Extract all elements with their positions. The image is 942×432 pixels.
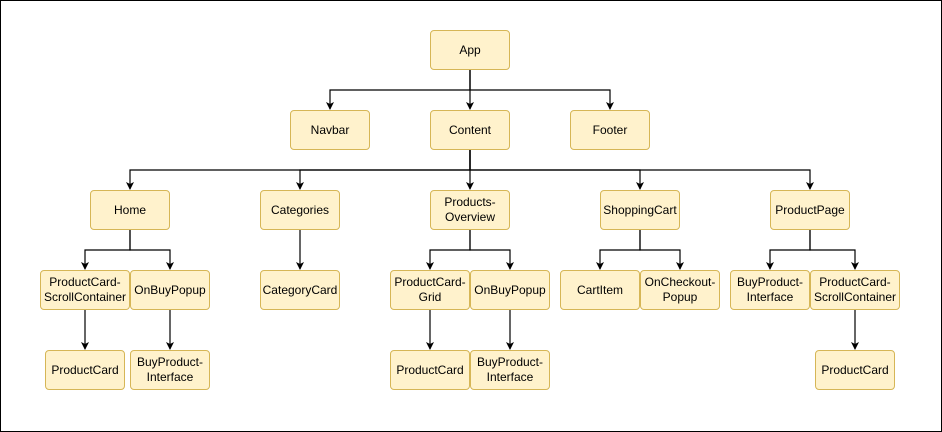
node-shoppingcart[interactable]: ShoppingCart	[600, 190, 680, 230]
node-home-productcard[interactable]: ProductCard	[45, 350, 125, 390]
node-productpage-buyproduct-interface[interactable]: BuyProduct- Interface	[730, 270, 810, 310]
node-productpage-productcard[interactable]: ProductCard	[815, 350, 895, 390]
edge-content-to-categories	[296, 150, 471, 190]
edge-content-to-productpage	[469, 150, 814, 190]
node-home-onbuypopup[interactable]: OnBuyPopup	[130, 270, 210, 310]
node-products-overview[interactable]: Products- Overview	[430, 190, 510, 230]
node-home[interactable]: Home	[90, 190, 170, 230]
node-overview-onbuypopup[interactable]: OnBuyPopup	[470, 270, 550, 310]
edge-shoppingcart-to-oncheckout-popup	[639, 230, 684, 270]
node-navbar[interactable]: Navbar	[290, 110, 370, 150]
node-app[interactable]: App	[430, 30, 510, 70]
node-content[interactable]: Content	[430, 110, 510, 150]
node-overview-buyproduct-interface[interactable]: BuyProduct- Interface	[470, 350, 550, 390]
node-grid-productcard[interactable]: ProductCard	[390, 350, 470, 390]
node-productcard-grid[interactable]: ProductCard- Grid	[390, 270, 470, 310]
node-home-productcard-scrollcontainer[interactable]: ProductCard- ScrollContainer	[40, 270, 130, 310]
edge-app-to-navbar	[326, 70, 471, 110]
edge-home-to-home-onbuypopup	[129, 230, 174, 270]
node-productpage[interactable]: ProductPage	[770, 190, 850, 230]
node-categorycard[interactable]: CategoryCard	[260, 270, 340, 310]
node-productpage-productcard-scrollcontainer[interactable]: ProductCard- ScrollContainer	[810, 270, 900, 310]
edge-shoppingcart-to-cartitem	[596, 230, 641, 270]
edge-productpage-to-productpage-buyproduct-interface	[766, 230, 811, 270]
edge-app-to-footer	[469, 70, 614, 110]
node-footer[interactable]: Footer	[570, 110, 650, 150]
node-oncheckout-popup[interactable]: OnCheckout- Popup	[640, 270, 720, 310]
node-cartitem[interactable]: CartItem	[560, 270, 640, 310]
edge-products-overview-to-productcard-grid	[426, 230, 471, 270]
edge-products-overview-to-overview-onbuypopup	[469, 230, 514, 270]
edge-productpage-to-productpage-productcard-scrollcontainer	[809, 230, 859, 270]
node-home-buyproduct-interface[interactable]: BuyProduct- Interface	[130, 350, 210, 390]
node-categories[interactable]: Categories	[260, 190, 340, 230]
edge-home-to-home-productcard-scrollcontainer	[81, 230, 131, 270]
